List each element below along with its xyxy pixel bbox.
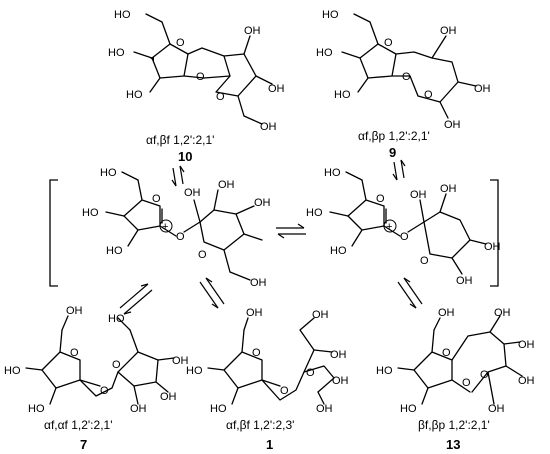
- structure-13-o-bridge: O: [462, 377, 471, 389]
- cation-left-o-ring-b: O: [198, 249, 207, 261]
- cation-left-plus: +: [162, 221, 168, 233]
- structure-13-oh-4: OH: [494, 307, 511, 319]
- structure-9-oh-6: OH: [444, 119, 461, 131]
- structure-1-oh-5: OH: [330, 349, 347, 361]
- structure-7-o-ring-b: O: [112, 359, 121, 371]
- cation-left-oh-4: OH: [184, 187, 201, 199]
- cation-right-oh-6: OH: [484, 241, 501, 253]
- structure-13-ho-3: HO: [400, 403, 417, 415]
- structure-7-oh-7: OH: [130, 403, 147, 415]
- cation-left-oh-6: OH: [254, 197, 271, 209]
- cation-right-o-pyranose: O: [420, 255, 429, 267]
- cation-right-o-ring: O: [376, 193, 385, 205]
- structure-7-o-ring-a: O: [70, 347, 79, 359]
- structure-1-o-bridge: O: [280, 385, 289, 397]
- structure-1-oh-6: OH: [332, 375, 349, 387]
- descriptor-10: αf,βf 1,2':2,1': [146, 133, 214, 147]
- structure-10-oh-4: OH: [244, 25, 261, 37]
- descriptor-7: αf,αf 1,2':2,1': [44, 418, 113, 432]
- cation-left-ho-3: HO: [106, 245, 123, 257]
- structure-10-oh-1: HO: [114, 9, 131, 21]
- equilibrium-arrow-horizontal: [276, 223, 306, 239]
- structure-9-ho-3: HO: [334, 89, 351, 101]
- structure-9-ho-1: HO: [322, 9, 339, 21]
- structure-13-oh-1: OH: [438, 307, 455, 319]
- bracket-right: [490, 179, 499, 287]
- structure-1-oh-7: OH: [316, 403, 333, 415]
- structure-13-ho-2: HO: [376, 365, 393, 377]
- cation-right-plus: +: [386, 221, 392, 233]
- structure-7-oh-1: OH: [66, 305, 83, 317]
- structure-10-o-ring-a: O: [176, 37, 185, 49]
- structure-1-o-ring: O: [252, 347, 261, 359]
- compound-number-9: 9: [389, 145, 396, 160]
- cation-left-ho-1: HO: [100, 167, 117, 179]
- structure-9-o-ring: O: [384, 37, 393, 49]
- descriptor-1: αf,βf 1,2':2,3': [226, 418, 294, 432]
- descriptor-13: βf,βp 1,2':2,1': [418, 418, 490, 432]
- structure-13-o-pyranose: O: [480, 369, 489, 381]
- structure-10-o-ring-b: O: [216, 91, 225, 103]
- equilibrium-arrow-7: [119, 283, 153, 315]
- structure-9-oh-5: OH: [474, 83, 491, 95]
- structure-1-oh-4: OH: [312, 309, 329, 321]
- equilibrium-arrow-9-right: [392, 159, 406, 181]
- structure-1-ho-3: HO: [210, 403, 227, 415]
- cation-right-oh-7: OH: [456, 275, 473, 287]
- cation-right-oh-5: OH: [440, 183, 457, 195]
- cation-right-oh-4: OH: [410, 189, 427, 201]
- structure-7-o-bridge: O: [100, 385, 109, 397]
- structure-13: OH HO HO O O O OH OH OH OH: [376, 307, 535, 415]
- structure-1-ho-2: HO: [186, 365, 203, 377]
- cation-left-oh-5: OH: [218, 179, 235, 191]
- structure-9-o-bridge: O: [402, 71, 411, 83]
- structure-13-oh-7: OH: [488, 403, 505, 415]
- structure-9-o-pyranose: O: [424, 89, 433, 101]
- structure-10-oh-6: OH: [260, 121, 277, 133]
- structure-13-oh-5: OH: [518, 339, 535, 351]
- compound-number-1: 1: [266, 437, 273, 452]
- cation-right-ho-3: HO: [330, 245, 347, 257]
- structure-13-o-ring: O: [442, 347, 451, 359]
- structure-10-oh-5: OH: [268, 83, 285, 95]
- cation-right-ho-1: HO: [324, 167, 341, 179]
- compound-number-7: 7: [80, 437, 87, 452]
- structure-7-oh-6: OH: [160, 391, 177, 403]
- structure-10-o-bridge: O: [196, 71, 205, 83]
- structure-7-ho-4: HO: [108, 313, 125, 325]
- structure-7-ho-2: HO: [4, 365, 21, 377]
- equilibrium-arrow-13: [397, 277, 423, 309]
- structure-1: OH HO HO O O O OH OH OH OH: [186, 307, 349, 415]
- equilibrium-arrow-10-left: [171, 165, 185, 187]
- structure-1-o-ring-b: O: [306, 367, 315, 379]
- structure-10-ho-2: HO: [108, 47, 125, 59]
- cation-right: + HO HO HO O O OH OH OH O OH: [306, 167, 501, 287]
- structure-7-ho-3: HO: [28, 403, 45, 415]
- cation-left-o-ring: O: [152, 193, 161, 205]
- cation-right-ho-2: HO: [306, 207, 323, 219]
- compound-number-10: 10: [178, 149, 192, 164]
- structure-7: OH HO HO O O O HO OH OH OH: [4, 305, 189, 415]
- structure-9: HO HO HO O O O OH OH OH: [316, 9, 491, 131]
- equilibrium-arrow-1: [199, 277, 225, 309]
- structure-7-oh-5: OH: [172, 355, 189, 367]
- compound-number-13: 13: [446, 437, 460, 452]
- cation-left-ho-2: HO: [82, 207, 99, 219]
- cation-left-oh-7: OH: [250, 277, 267, 289]
- bracket-left: [49, 179, 58, 287]
- structure-10: HO HO HO O O O OH OH OH: [108, 9, 285, 133]
- structure-10-ho-3: HO: [126, 89, 143, 101]
- structure-13-oh-6: OH: [518, 375, 535, 387]
- cation-right-o-link: O: [400, 231, 409, 243]
- structure-9-oh-4: OH: [440, 25, 457, 37]
- structure-9-ho-2: HO: [316, 47, 333, 59]
- structure-1-oh-1: OH: [246, 307, 263, 319]
- descriptor-9: αf,βp 1,2':2,1': [358, 129, 430, 143]
- cation-left-o-link: O: [176, 231, 185, 243]
- cation-left: + HO HO HO O O OH OH OH O OH: [82, 167, 271, 289]
